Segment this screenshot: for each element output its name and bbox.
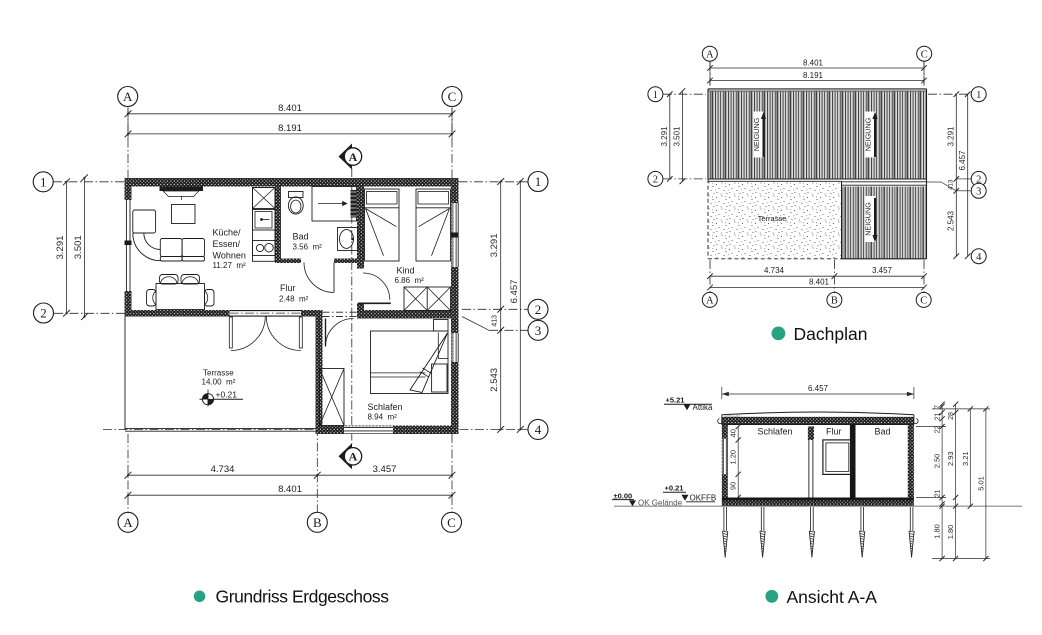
svg-text:11.27 m²: 11.27 m² [213,261,247,270]
svg-text:1.80: 1.80 [933,524,942,539]
svg-text:8.401: 8.401 [278,484,302,495]
svg-text:2.93: 2.93 [946,451,955,466]
svg-text:3.291: 3.291 [946,126,955,147]
svg-text:22: 22 [935,426,942,434]
svg-text:1: 1 [40,175,47,190]
svg-text:8.401: 8.401 [809,278,830,287]
svg-text:Wohnen: Wohnen [213,251,246,261]
svg-text:2.543: 2.543 [946,210,955,231]
svg-text:+0.21: +0.21 [665,484,684,493]
svg-text:2.48 m²: 2.48 m² [279,295,309,304]
svg-text:21: 21 [935,490,942,498]
svg-text:Essen/: Essen/ [213,239,241,249]
svg-text:6.457: 6.457 [958,150,967,171]
svg-text:6.457: 6.457 [509,280,520,304]
svg-text:413: 413 [492,315,499,327]
svg-text:3.291: 3.291 [489,234,500,258]
svg-text:3.501: 3.501 [673,126,682,147]
svg-text:C: C [921,50,928,61]
svg-text:4: 4 [976,252,982,263]
svg-text:2: 2 [653,175,658,186]
svg-text:90: 90 [729,482,738,490]
svg-text:1: 1 [976,90,981,101]
svg-text:B: B [831,296,838,307]
svg-text:14.00 m²: 14.00 m² [202,378,236,387]
svg-text:8.191: 8.191 [278,123,302,134]
svg-text:C: C [920,296,927,307]
svg-text:Flur: Flur [280,283,296,293]
svg-text:1.20: 1.20 [729,450,738,465]
svg-text:3.501: 3.501 [73,235,84,259]
svg-text:A: A [123,89,133,104]
svg-text:±0.00: ±0.00 [614,492,633,501]
svg-text:+5.21: +5.21 [666,396,685,405]
svg-text:NEIGUNG: NEIGUNG [752,117,761,151]
svg-text:3.21: 3.21 [961,451,970,466]
svg-text:DN 2.20: DN 2.20 [725,412,740,417]
svg-text:21: 21 [935,413,942,421]
svg-text:5.01: 5.01 [976,476,985,491]
svg-text:8.94 m²: 8.94 m² [368,413,398,422]
svg-text:NEIGUNG: NEIGUNG [864,117,873,151]
svg-text:C: C [448,89,457,104]
svg-text:3.291: 3.291 [660,126,669,147]
svg-text:Bad: Bad [875,426,891,436]
svg-text:2: 2 [976,175,981,186]
svg-text:4: 4 [535,422,542,437]
svg-text:A: A [706,296,714,307]
svg-text:B: B [313,515,322,530]
svg-text:Schlafen: Schlafen [758,426,793,436]
svg-text:Kind: Kind [397,266,415,276]
svg-text:OK Gelände: OK Gelände [638,499,683,508]
svg-text:3.457: 3.457 [872,266,893,275]
svg-text:8.401: 8.401 [278,103,302,114]
svg-text:Grundriss Erdgeschoss: Grundriss Erdgeschoss [216,587,390,607]
svg-text:2: 2 [535,302,542,317]
svg-text:Terrasse: Terrasse [758,214,787,223]
svg-text:Schlafen: Schlafen [368,402,403,412]
svg-text:Terrasse: Terrasse [203,369,234,378]
svg-text:C: C [447,515,456,530]
svg-text:2: 2 [40,306,47,321]
svg-text:6.457: 6.457 [808,384,829,393]
svg-text:Küche/: Küche/ [213,228,242,238]
svg-text:40: 40 [729,429,738,437]
svg-text:1.80: 1.80 [946,525,955,540]
svg-text:OKFFB: OKFFB [690,494,717,503]
svg-text:3: 3 [976,187,981,198]
svg-text:3.457: 3.457 [373,464,397,475]
svg-text:Dachplan: Dachplan [794,324,868,344]
svg-text:2.50: 2.50 [933,454,942,469]
svg-text:6.86 m²: 6.86 m² [395,276,425,285]
svg-text:4.734: 4.734 [211,464,235,475]
svg-text:Bad: Bad [293,232,309,242]
svg-text:1: 1 [653,90,658,101]
svg-text:A: A [123,515,133,530]
svg-text:8.401: 8.401 [803,58,824,67]
svg-text:3: 3 [535,323,542,338]
svg-text:1: 1 [535,174,542,189]
svg-text:NEIGUNG: NEIGUNG [864,202,873,236]
svg-text:+0.21: +0.21 [216,390,238,400]
svg-text:413: 413 [949,179,955,190]
svg-text:Flur: Flur [826,426,842,436]
svg-text:Ansicht A-A: Ansicht A-A [787,587,878,607]
svg-text:28: 28 [948,412,955,420]
svg-text:A: A [349,450,358,464]
svg-text:Attika: Attika [693,403,714,412]
svg-text:2.543: 2.543 [489,368,500,392]
svg-text:7: 7 [935,405,942,409]
svg-text:3.291: 3.291 [55,236,66,260]
svg-text:3.56 m²: 3.56 m² [293,243,323,252]
svg-text:4.734: 4.734 [764,266,785,275]
svg-text:8.191: 8.191 [803,71,824,80]
svg-text:A: A [349,150,358,164]
svg-text:A: A [706,50,714,61]
